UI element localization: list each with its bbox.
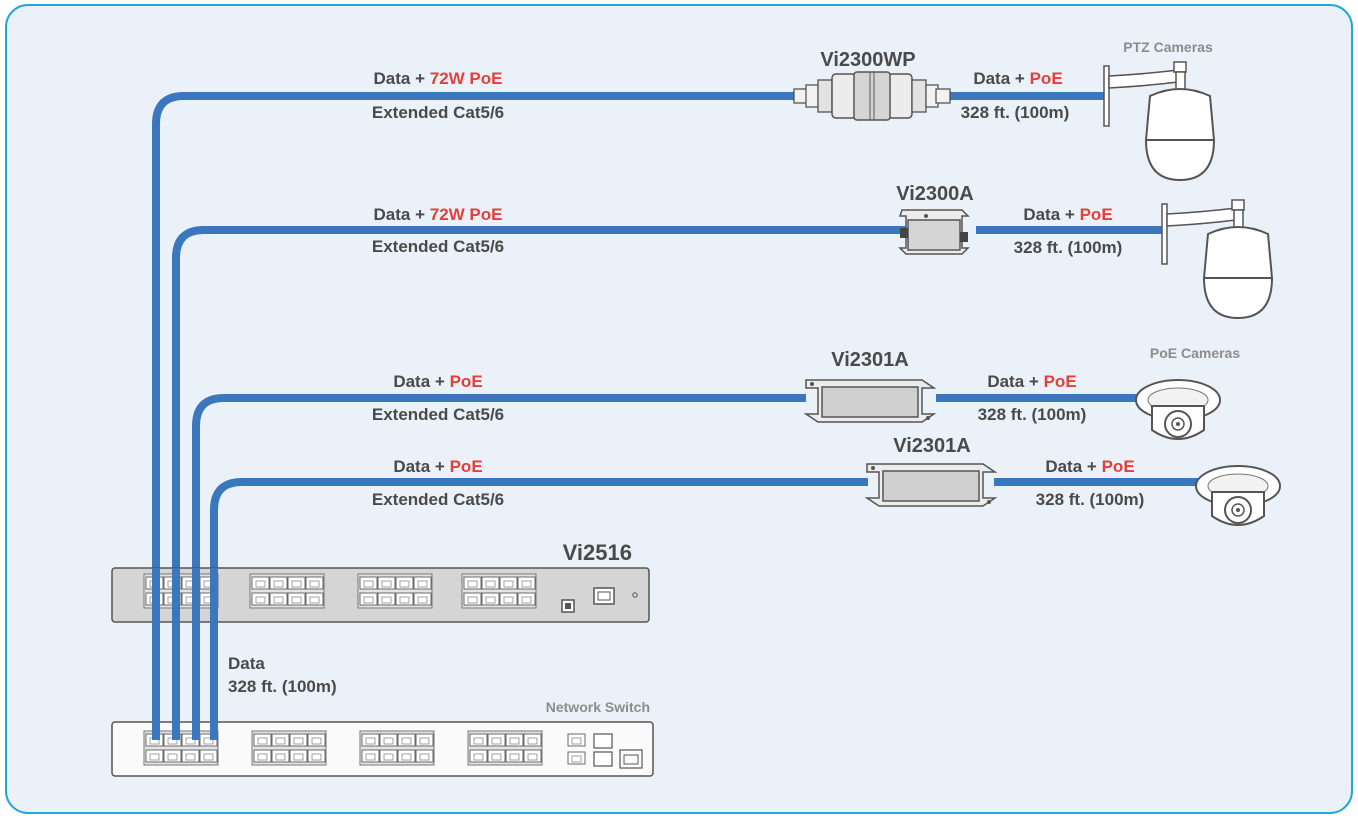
cable-1-data-label: Data + 72W PoE	[373, 69, 502, 88]
vi2301a-device-2	[866, 463, 996, 507]
cable-extended-2	[172, 226, 910, 740]
cable-4-data-label: Data + PoE	[393, 457, 482, 476]
out-3-distance-label: 328 ft. (100m)	[978, 405, 1087, 424]
cable-2-extended-label: Extended Cat5/6	[372, 237, 504, 256]
out-3-data-label: Data + PoE	[987, 372, 1076, 391]
device-label-vi2516: Vi2516	[563, 540, 632, 565]
vi2300a-device	[898, 209, 970, 255]
out-4-data-label: Data + PoE	[1045, 457, 1134, 476]
vi2300wp-device	[793, 71, 951, 121]
cable-3-data-label: Data + PoE	[393, 372, 482, 391]
vi2301a-device-1	[805, 379, 935, 423]
device-label-vi2301a-2: Vi2301A	[893, 435, 970, 457]
device-label-vi2301a-1: Vi2301A	[831, 349, 908, 371]
cable-2-data-label: Data + 72W PoE	[373, 205, 502, 224]
out-4-distance-label: 328 ft. (100m)	[1036, 490, 1145, 509]
cable-1-extended-label: Extended Cat5/6	[372, 103, 504, 122]
cable-4-extended-label: Extended Cat5/6	[372, 490, 504, 509]
cable-group	[152, 92, 1200, 740]
cable-overlay	[152, 568, 218, 740]
cable-extended-4	[210, 478, 868, 740]
device-label-vi2300a: Vi2300A	[896, 183, 973, 205]
device-label-vi2300wp: Vi2300WP	[820, 49, 915, 71]
cable-extended-3	[192, 394, 806, 740]
cable-extended-1	[152, 92, 800, 740]
vi2516-switch	[111, 567, 650, 623]
uplink-distance-label: 328 ft. (100m)	[228, 677, 337, 696]
out-2-distance-label: 328 ft. (100m)	[1014, 238, 1123, 257]
out-1-data-label: Data + PoE	[973, 69, 1062, 88]
cable-3-extended-label: Extended Cat5/6	[372, 405, 504, 424]
out-1-distance-label: 328 ft. (100m)	[961, 103, 1070, 122]
out-2-data-label: Data + PoE	[1023, 205, 1112, 224]
poe-cameras-heading: PoE Cameras	[1150, 345, 1240, 361]
network-switch	[111, 721, 654, 777]
ptz-cameras-heading: PTZ Cameras	[1123, 39, 1213, 55]
network-switch-label: Network Switch	[546, 699, 650, 715]
uplink-data-label: Data	[228, 654, 265, 673]
